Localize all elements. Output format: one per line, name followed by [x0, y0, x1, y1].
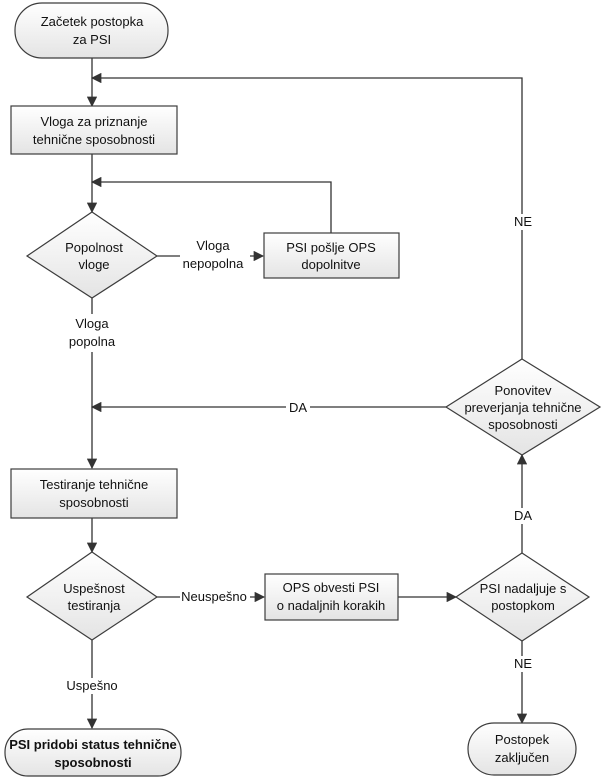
edge-repeat-to-application-line [90, 72, 523, 359]
node-testing-line-2: sposobnosti [59, 495, 128, 510]
node-status-line-1: PSI pridobi status tehnične [9, 737, 177, 752]
node-closed: Postopek zaključen [467, 722, 577, 776]
node-application-line-2: tehnične sposobnosti [33, 132, 155, 147]
node-test-success-line-1: Uspešnost [63, 581, 125, 596]
node-start-line-2: za PSI [73, 32, 111, 47]
edge-labels: Vloga nepopolna Vloga popolna Neuspešno … [62, 214, 535, 694]
node-completeness: Popolnost vloge [25, 211, 159, 299]
node-application: Vloga za priznanje tehnične sposobnosti [10, 105, 178, 155]
edge-label-continue-no: NE [514, 656, 532, 671]
node-completeness-line-2: vloge [78, 257, 109, 272]
node-continue-line-1: PSI nadaljuje s [480, 581, 567, 596]
node-supplement-line-1: PSI pošlje OPS [286, 240, 376, 255]
node-test-success-line-2: testiranja [68, 598, 122, 613]
node-start: Začetek postopka za PSI [14, 2, 169, 59]
node-testing: Testiranje tehnične sposobnosti [10, 468, 178, 519]
node-repeat-line-2: preverjanja tehnične [464, 400, 581, 415]
node-start-line-1: Začetek postopka [41, 14, 144, 29]
node-supplement: PSI pošlje OPS dopolnitve [263, 232, 400, 279]
edge-label-complete-line-1: Vloga [75, 316, 109, 331]
edge-label-complete-line-2: popolna [69, 334, 116, 349]
edge-label-incomplete-line-2: nepopolna [183, 256, 244, 271]
node-continue: PSI nadaljuje s postopkom [454, 552, 591, 642]
node-closed-line-1: Postopek [495, 732, 550, 747]
node-repeat: Ponovitev preverjanja tehnične sposobnos… [444, 358, 602, 456]
node-repeat-line-1: Ponovitev [494, 383, 552, 398]
node-continue-line-2: postopkom [491, 598, 555, 613]
node-testing-line-1: Testiranje tehnične [40, 477, 148, 492]
node-notify-line-1: OPS obvesti PSI [283, 580, 380, 595]
node-repeat-line-3: sposobnosti [488, 417, 557, 432]
edge-label-succeeded: Uspešno [66, 678, 117, 693]
node-status: PSI pridobi status tehnične sposobnosti [4, 728, 182, 777]
edge-label-repeat-no: NE [514, 214, 532, 229]
edges [86, 58, 528, 730]
edge-label-repeat-yes: DA [289, 400, 307, 415]
node-notify: OPS obvesti PSI o nadaljnih korakih [264, 573, 399, 621]
node-closed-line-2: zaključen [495, 750, 549, 765]
edge-label-incomplete-line-1: Vloga [196, 238, 230, 253]
node-application-line-1: Vloga za priznanje [41, 114, 148, 129]
node-test-success: Uspešnost testiranja [25, 551, 159, 641]
node-completeness-line-1: Popolnost [65, 240, 123, 255]
node-notify-line-2: o nadaljnih korakih [277, 598, 385, 613]
edge-supplement-to-application-line [90, 176, 332, 233]
node-supplement-line-2: dopolnitve [301, 257, 360, 272]
edge-label-continue-yes: DA [514, 508, 532, 523]
edge-label-failed: Neuspešno [181, 589, 247, 604]
node-status-line-2: sposobnosti [54, 755, 131, 770]
